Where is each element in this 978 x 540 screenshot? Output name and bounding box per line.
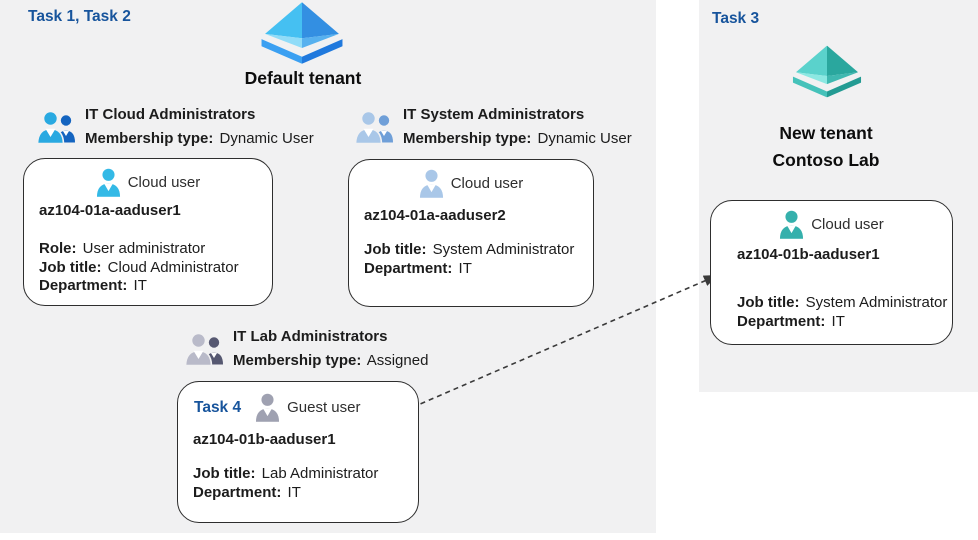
attribute-row: Job title: Lab Administrator xyxy=(193,465,418,484)
card-header: Task 4 Guest user xyxy=(178,393,418,422)
attribute-row: Department: IT xyxy=(193,484,418,503)
user-card-cloud-user-2: Cloud user az104-01a-aaduser2 Job title:… xyxy=(348,159,594,307)
attr-value: Cloud Administrator xyxy=(107,258,239,276)
group-members-icon xyxy=(38,110,76,144)
attr-value: User administrator xyxy=(82,240,206,257)
membership-label: Membership type: xyxy=(403,130,532,147)
user-card-cloud-user-1: Cloud user az104-01a-aaduser1 Role: User… xyxy=(23,158,273,306)
cloud-user-icon xyxy=(419,169,444,198)
card-header: Cloud user xyxy=(711,210,952,239)
azure-ad-tenant-icon xyxy=(258,2,346,64)
group-membership: Membership type: Dynamic User xyxy=(85,130,314,147)
attr-label: Department: xyxy=(364,259,453,277)
group-text: IT Cloud Administrators Membership type:… xyxy=(85,104,314,147)
new-tenant-title-line1: New tenant xyxy=(779,123,873,143)
user-card-guest-user: Task 4 Guest user az104-01b-aaduser1 Job… xyxy=(177,381,419,523)
new-tenant-title-line2: Contoso Lab xyxy=(772,150,880,170)
username: az104-01b-aaduser1 xyxy=(193,431,336,448)
group-it-cloud-administrators: IT Cloud Administrators Membership type:… xyxy=(38,104,314,147)
user-attributes: Role: User administrator Job title: Clou… xyxy=(39,240,272,296)
group-text: IT Lab Administrators Membership type: A… xyxy=(233,326,428,369)
username: az104-01a-aaduser2 xyxy=(364,207,506,224)
attr-value: IT xyxy=(133,277,147,294)
attr-value: IT xyxy=(287,483,301,501)
group-membership: Membership type: Assigned xyxy=(233,352,428,369)
user-attributes: Job title: System Administrator Departme… xyxy=(737,294,952,331)
attribute-row: Job title: System Administrator xyxy=(737,294,952,313)
default-tenant-title: Default tenant xyxy=(244,68,362,88)
attr-label: Job title: xyxy=(39,258,102,276)
attr-label: Job title: xyxy=(364,241,427,258)
membership-label: Membership type: xyxy=(85,130,214,147)
group-name: IT System Administrators xyxy=(403,106,585,123)
group-members-icon xyxy=(356,110,394,144)
username: az104-01a-aaduser1 xyxy=(39,202,181,219)
user-type-label: Cloud user xyxy=(811,216,884,233)
attr-value: Lab Administrator xyxy=(261,465,379,482)
user-attributes: Job title: Lab Administrator Department:… xyxy=(193,465,418,502)
task-4-label: Task 4 xyxy=(194,398,242,416)
attribute-row: Job title: Cloud Administrator xyxy=(39,259,272,278)
group-membership: Membership type: Dynamic User xyxy=(403,130,632,147)
attr-value: IT xyxy=(458,259,472,277)
group-name: IT Cloud Administrators xyxy=(85,106,256,123)
group-it-lab-administrators: IT Lab Administrators Membership type: A… xyxy=(186,326,428,369)
attr-value: IT xyxy=(831,312,845,330)
group-name: IT Lab Administrators xyxy=(233,328,388,345)
task-1-2-label: Task 1, Task 2 xyxy=(28,8,131,25)
attribute-row: Role: User administrator xyxy=(39,240,272,259)
group-it-system-administrators: IT System Administrators Membership type… xyxy=(356,104,632,147)
attr-value: System Administrator xyxy=(432,241,575,258)
card-header: Cloud user xyxy=(24,168,272,197)
user-attributes: Job title: System Administrator Departme… xyxy=(364,241,593,278)
membership-value: Assigned xyxy=(366,352,429,369)
attr-label: Job title: xyxy=(193,465,256,482)
attr-label: Role: xyxy=(39,240,77,257)
attr-label: Job title: xyxy=(737,294,800,311)
attribute-row: Department: IT xyxy=(737,313,952,332)
membership-label: Membership type: xyxy=(233,352,362,369)
attr-value: System Administrator xyxy=(805,294,948,311)
membership-value: Dynamic User xyxy=(537,130,632,147)
cloud-user-icon xyxy=(779,210,804,239)
attr-label: Department: xyxy=(193,483,282,501)
attr-label: Department: xyxy=(737,312,826,330)
group-text: IT System Administrators Membership type… xyxy=(403,104,632,147)
user-card-new-tenant-user: Cloud user az104-01b-aaduser1 Job title:… xyxy=(710,200,953,345)
user-type-label: Guest user xyxy=(287,399,361,416)
new-tenant-icon xyxy=(790,40,864,103)
task-3-label: Task 3 xyxy=(712,10,760,27)
user-type-label: Cloud user xyxy=(450,175,524,192)
attribute-row: Department: IT xyxy=(364,260,593,279)
membership-value: Dynamic User xyxy=(219,130,314,147)
cloud-user-icon xyxy=(96,168,121,197)
guest-user-icon xyxy=(255,393,280,422)
attribute-row: Job title: System Administrator xyxy=(364,241,593,260)
attr-label: Department: xyxy=(39,277,128,294)
group-members-icon xyxy=(186,332,224,366)
user-type-label: Cloud user xyxy=(127,174,201,191)
card-header: Cloud user xyxy=(349,169,593,198)
new-tenant-title: New tenant Contoso Lab xyxy=(724,120,928,174)
username: az104-01b-aaduser1 xyxy=(737,246,880,263)
attribute-row: Department: IT xyxy=(39,277,272,296)
